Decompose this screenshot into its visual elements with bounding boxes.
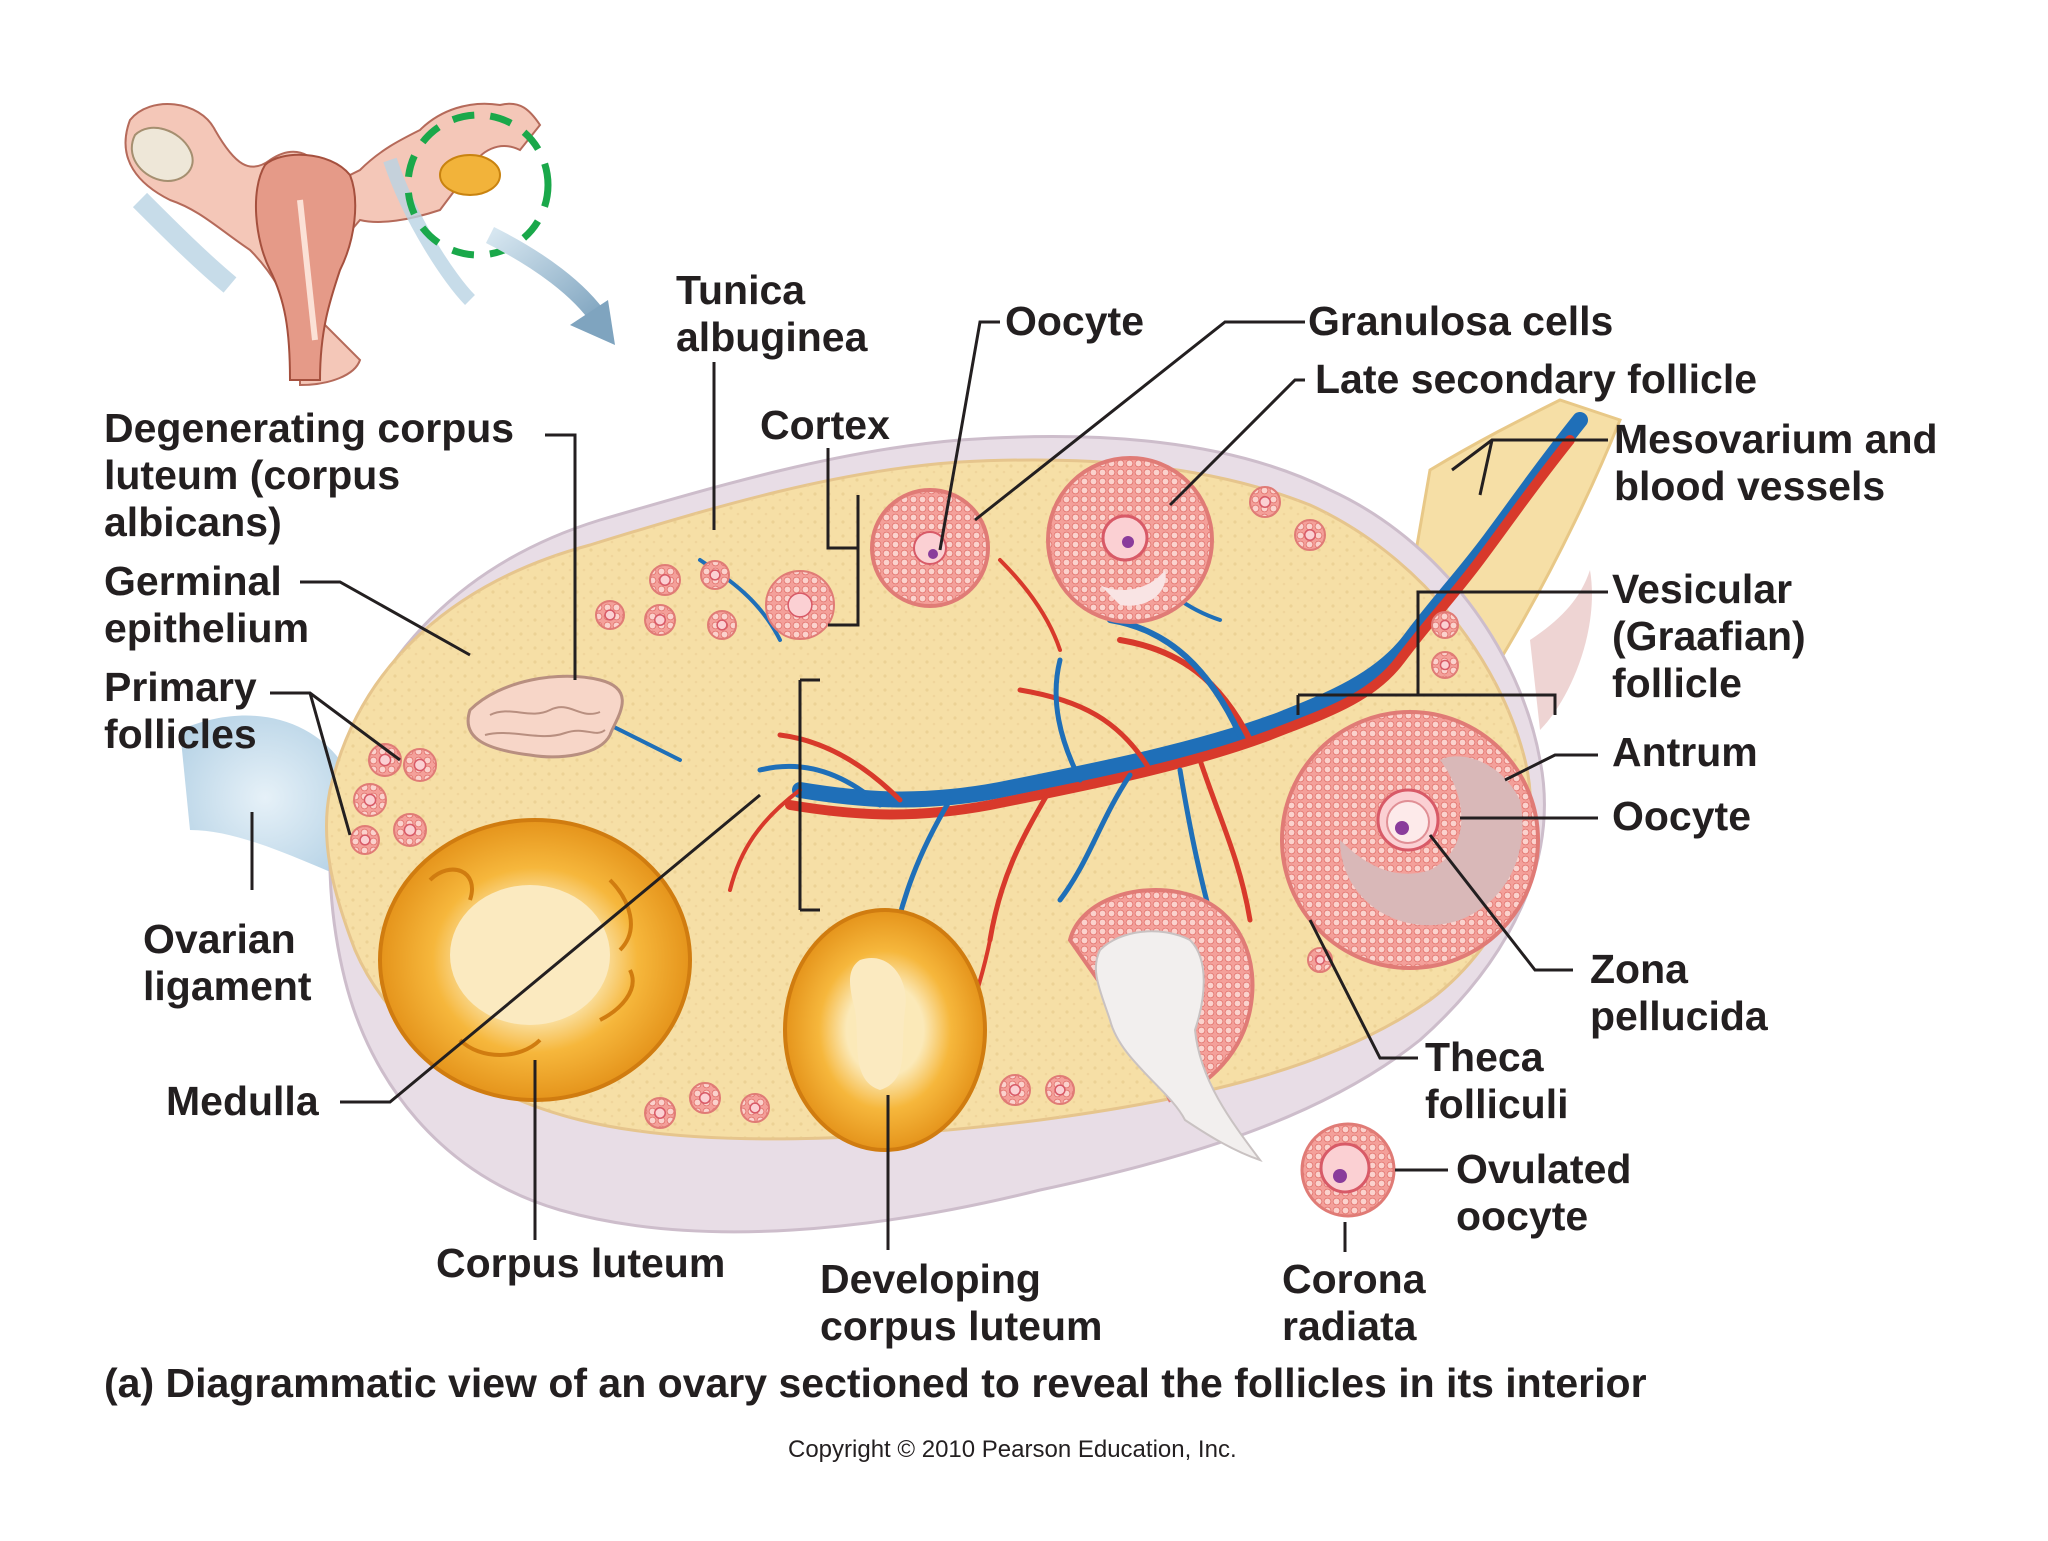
follicle-oocyte (604, 609, 616, 621)
ovarian-ligament-shape (180, 715, 350, 880)
ruptured-follicle (1067, 888, 1263, 1162)
follicle-oocyte (1315, 955, 1325, 965)
uterus-inset (124, 102, 615, 387)
blood-vessels (558, 412, 1588, 1092)
label-oocyte-top: Oocyte (1005, 298, 1144, 344)
secondary-follicle-top-left (870, 488, 990, 608)
corpus-luteum (378, 818, 692, 1102)
label-granulosa-cells: Granulosa cells (1308, 298, 1614, 344)
developing-corpus-luteum (783, 908, 987, 1152)
follicle-oocyte (363, 793, 377, 807)
label-corpus-luteum: Corpus luteum (436, 1240, 726, 1286)
follicle-oocyte (1259, 496, 1271, 508)
follicle-oocyte (378, 753, 392, 767)
leader-lines (250, 320, 1608, 1252)
follicle-oocyte (413, 758, 427, 772)
follicle-oocyte (659, 574, 671, 586)
follicle-oocyte (1054, 1084, 1066, 1096)
label-oocyte-right: Oocyte (1612, 793, 1751, 839)
label-antrum: Antrum (1612, 729, 1758, 775)
follicle-oocyte (1304, 529, 1316, 541)
follicle-oocyte (709, 569, 721, 581)
follicle-oocyte (787, 592, 813, 618)
follicle-oocyte (1439, 619, 1451, 631)
vesicular-follicle (1280, 710, 1540, 970)
follicle-oocyte (699, 1092, 711, 1104)
label-medulla: Medulla (166, 1078, 319, 1124)
label-vesicular-follicle: Vesicular(Graafian)follicle (1612, 566, 1806, 706)
follicle-oocyte (654, 614, 666, 626)
follicle-oocyte (654, 1107, 666, 1119)
corpus-albicans (466, 674, 624, 759)
follicle-oocyte (1009, 1084, 1021, 1096)
highlight-circle (404, 111, 552, 259)
copyright-notice: Copyright © 2010 Pearson Education, Inc. (788, 1436, 1237, 1463)
label-late-secondary-follicle: Late secondary follicle (1315, 356, 1758, 402)
figure-caption: (a) Diagrammatic view of an ovary sectio… (104, 1360, 1647, 1406)
follicle-oocyte (1439, 659, 1451, 671)
primary-follicles-group (350, 486, 1459, 1129)
late-secondary-follicle (1046, 456, 1214, 624)
zoom-arrow-icon (570, 300, 615, 345)
label-cortex: Cortex (760, 402, 890, 448)
follicle-oocyte (403, 823, 417, 837)
follicle-oocyte (749, 1102, 761, 1114)
follicle-oocyte (359, 834, 371, 846)
follicle-oocyte (716, 619, 728, 631)
ovulated-oocyte (1300, 1122, 1396, 1218)
